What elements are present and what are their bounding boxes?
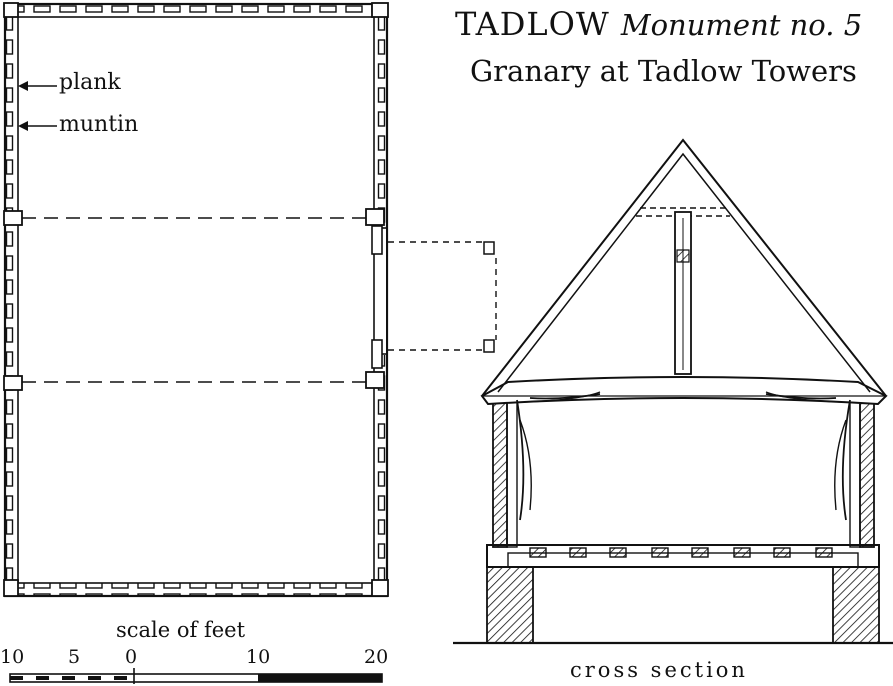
title-place-line: TADLOW Monument no. 5 (455, 8, 862, 40)
title-place: TADLOW (455, 5, 610, 43)
plan-inner-wall (17, 16, 375, 584)
plan-wall-top-planks (18, 5, 374, 17)
plan-post-ne (371, 2, 389, 18)
scale-bar-solid (258, 674, 382, 682)
plan-post-sw (3, 579, 19, 597)
wall-left (492, 396, 508, 548)
plan-post-nw (3, 2, 19, 18)
floor-joists-band (507, 552, 859, 568)
scale-tick-10-right: 10 (246, 646, 271, 668)
plan-wall-left-planks (6, 17, 18, 583)
scale-title: scale of feet (116, 618, 246, 642)
pier-right (832, 562, 880, 644)
arrow-plank-head (18, 81, 28, 91)
plan-door-jamb-lower (371, 339, 383, 369)
cross-section (453, 138, 893, 645)
collar-dashed (636, 207, 730, 217)
roof-outer (481, 138, 887, 397)
scale-tick-20: 20 (364, 646, 389, 668)
brace-right (765, 393, 851, 521)
floor-joists (529, 547, 833, 558)
plan-door-jamb-upper (371, 225, 383, 255)
plan-outer-wall (3, 2, 389, 598)
plan-step-post-upper (483, 241, 495, 255)
plan-post-east-1 (365, 208, 385, 226)
scale-bar (9, 668, 383, 684)
plan-post-west-2 (3, 375, 23, 391)
tie-beam (480, 376, 888, 406)
plan-wall-right-lower-planks (374, 355, 386, 583)
label-muntin: muntin (59, 112, 139, 137)
roof-inner (497, 152, 871, 393)
plan-wall-bottom-planks (18, 583, 374, 595)
arrow-muntin-head (18, 121, 28, 131)
plan-wall-right-upper-planks (374, 17, 386, 227)
plan-door-opening (376, 228, 386, 354)
label-plank: plank (59, 70, 121, 95)
plan-post-se (371, 579, 389, 597)
title-subtitle: Granary at Tadlow Towers (470, 54, 857, 88)
cross-section-caption: cross section (570, 658, 748, 682)
scale-tick-0: 0 (125, 646, 138, 668)
plan-steps-outline (388, 241, 497, 351)
plan-step-post-lower (483, 339, 495, 353)
scale-tick-5: 5 (68, 646, 81, 668)
wall-right (859, 396, 875, 548)
post-right (849, 396, 861, 548)
label-arrows (18, 81, 57, 131)
plan-post-east-2 (365, 371, 385, 389)
post-left (506, 396, 518, 548)
plan-post-west-1 (3, 210, 23, 226)
pier-left (486, 562, 534, 644)
floor-plan (3, 2, 497, 598)
title-monument: Monument no. 5 (620, 8, 863, 42)
scale-tick-10-left: 10 (0, 646, 25, 668)
